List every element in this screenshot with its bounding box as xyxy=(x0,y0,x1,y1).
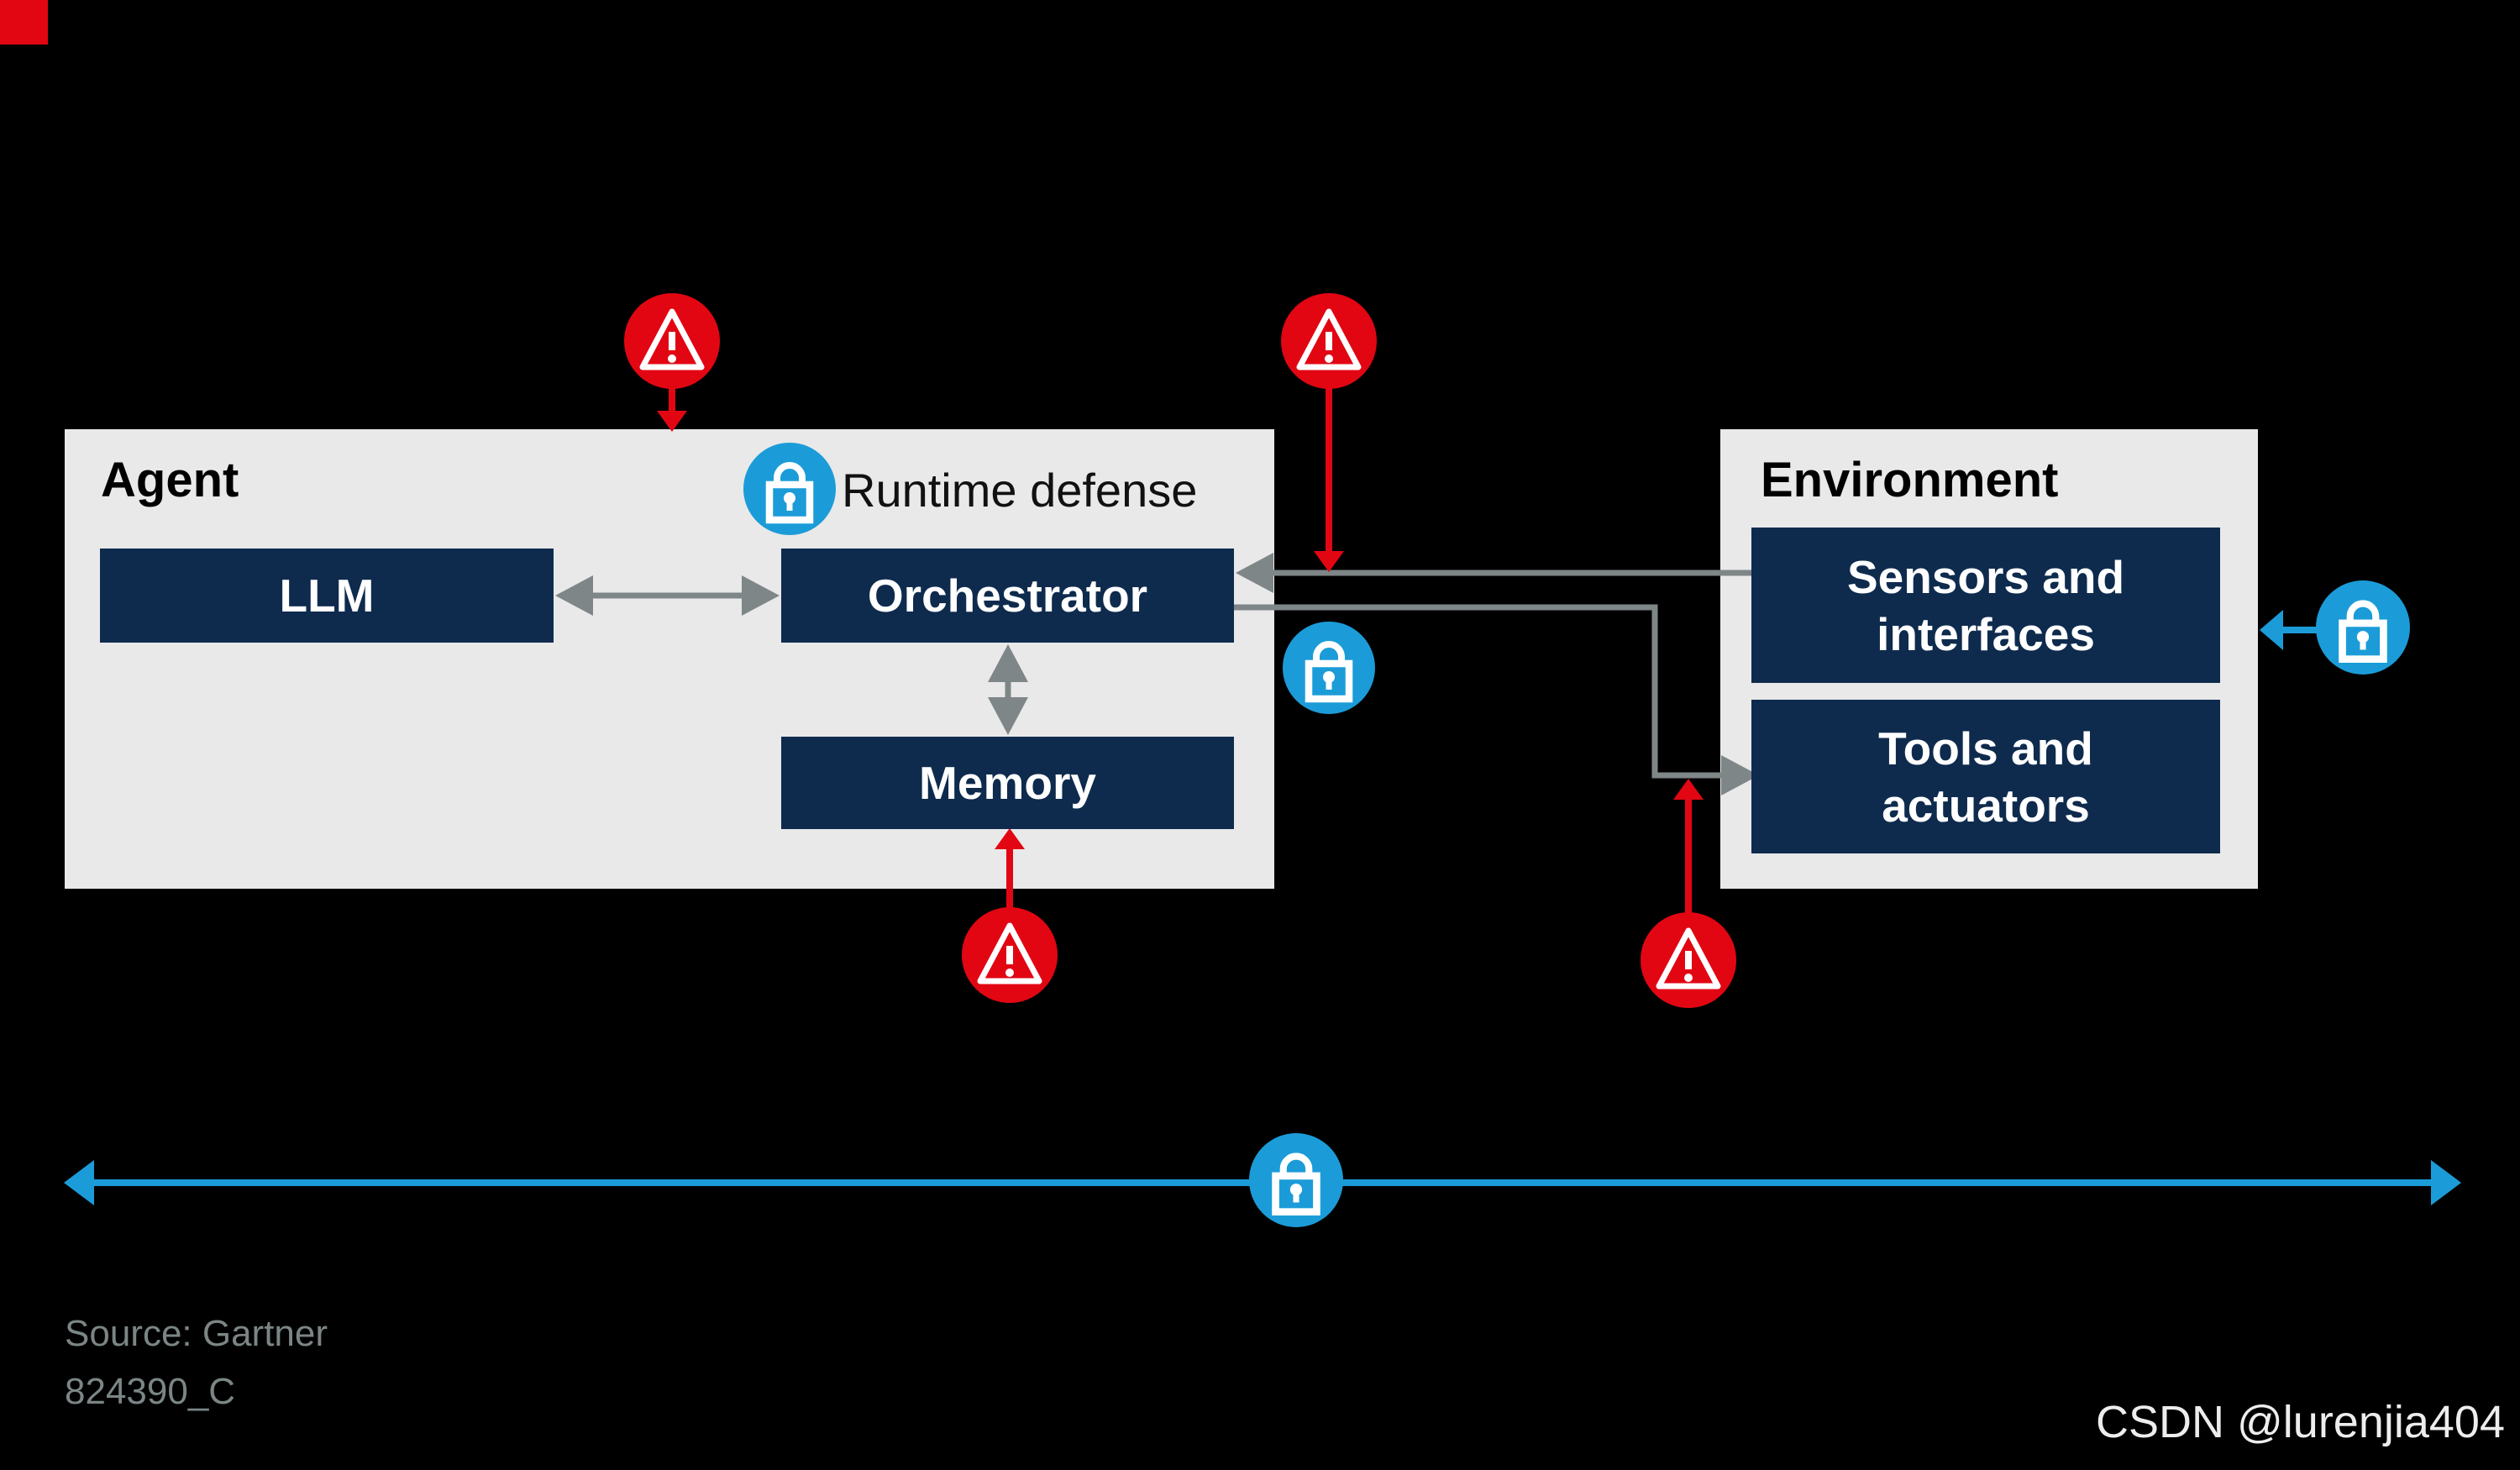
runtime-defense-label: Runtime defense xyxy=(842,464,1198,517)
threat-icon-tools xyxy=(1641,912,1736,1008)
threat-icon-memory xyxy=(962,907,1058,1003)
arrow-lock-environment xyxy=(2260,610,2318,650)
document-id-label: 824390_C xyxy=(65,1371,236,1412)
agent-title: Agent xyxy=(101,453,239,507)
orchestrator-box: Orchestrator xyxy=(781,549,1234,643)
sensors-label-line1: Sensors and xyxy=(1846,550,2125,603)
orchestrator-channel-lock-icon xyxy=(1283,622,1375,714)
arrow-orchestrator-memory xyxy=(988,644,1028,735)
source-label: Source: Gartner xyxy=(65,1313,328,1354)
runtime-defense-lock-icon xyxy=(743,443,836,535)
memory-label: Memory xyxy=(919,757,1096,809)
user-channel-lock-icon xyxy=(1249,1133,1343,1227)
arrow-llm-orchestrator xyxy=(555,575,780,616)
tools-label-line2: actuators xyxy=(1882,779,2090,832)
sensors-box: Sensors and interfaces xyxy=(1751,528,2220,683)
llm-box: LLM xyxy=(100,549,554,643)
threat-arrow-orchestrator-channel xyxy=(1314,378,1344,572)
arrow-sensors-orchestrator xyxy=(1236,553,1751,593)
threat-icon-agent xyxy=(624,293,720,389)
memory-box: Memory xyxy=(781,737,1234,829)
environment-title: Environment xyxy=(1761,453,2059,507)
watermark: CSDN @lurenjia404 xyxy=(2095,1397,2505,1447)
orchestrator-label: Orchestrator xyxy=(867,570,1148,622)
llm-label: LLM xyxy=(279,570,375,622)
corner-marker xyxy=(0,0,48,45)
threat-arrow-tools xyxy=(1673,779,1704,916)
arrow-orchestrator-tools xyxy=(1234,604,1759,795)
sensors-label-line2: interfaces xyxy=(1877,607,2095,660)
environment-lock-icon xyxy=(2316,580,2410,675)
threat-arrow-memory xyxy=(995,828,1025,911)
tools-label-line1: Tools and xyxy=(1878,722,2093,774)
tools-box: Tools and actuators xyxy=(1751,700,2220,853)
threat-icon-orchestrator-channel xyxy=(1281,293,1377,389)
